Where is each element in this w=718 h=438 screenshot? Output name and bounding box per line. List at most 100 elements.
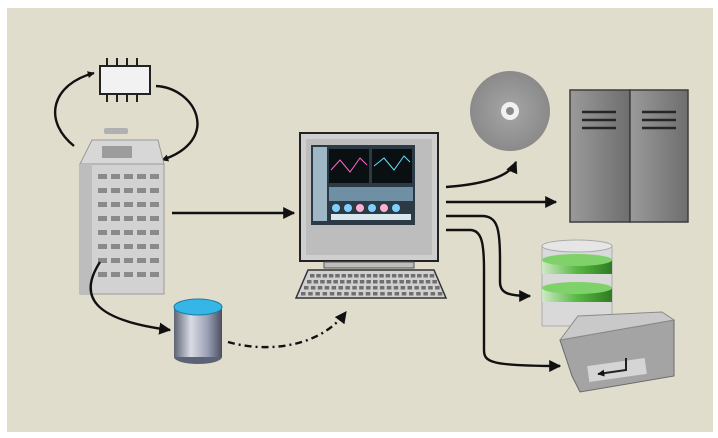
optical-disc-icon	[470, 71, 550, 151]
keyboard-key	[366, 280, 371, 284]
rack-slot	[137, 230, 146, 235]
keyboard-key	[347, 274, 353, 278]
rack-slot	[137, 244, 146, 249]
keyboard-key	[313, 280, 319, 284]
keyboard-key	[333, 280, 338, 284]
keyboard-key	[394, 292, 400, 296]
rack-slot	[111, 174, 120, 179]
rack-slot	[150, 258, 159, 263]
keyboard-key	[366, 286, 371, 290]
arrow-database-to-workstation	[227, 311, 347, 349]
keyboard-key	[386, 280, 391, 284]
arrow-workstation-to-disc	[445, 160, 518, 189]
rack-slot	[137, 174, 146, 179]
server-tower-icon	[569, 89, 689, 223]
printer-icon	[558, 311, 676, 393]
arrow-chip-to-controller	[155, 84, 199, 162]
keyboard-key	[387, 292, 392, 296]
keyboard-key	[412, 280, 418, 284]
screen-content	[313, 147, 413, 221]
rack-slot	[137, 272, 146, 277]
keyboard-key	[322, 274, 328, 278]
rack-slot	[150, 230, 159, 235]
rack-slot	[137, 258, 146, 263]
keyboard-key	[344, 292, 349, 296]
keyboard-key	[419, 280, 424, 284]
keyboard-key	[428, 286, 433, 290]
rack-slot	[150, 244, 159, 249]
keyboard-key	[379, 280, 385, 284]
keyboard-key	[373, 292, 378, 296]
rack-slot	[124, 230, 133, 235]
keyboard-key	[435, 286, 440, 290]
keyboard-key	[324, 286, 330, 290]
keyboard-key	[423, 274, 428, 278]
keyboard-key	[322, 292, 328, 296]
rack-slot	[111, 216, 120, 221]
keyboard-key	[429, 274, 435, 278]
keyboard-key	[354, 274, 359, 278]
rack-slot	[98, 258, 107, 263]
keyboard-key	[329, 292, 335, 296]
microchip-icon	[99, 58, 151, 102]
rack-slot	[150, 272, 159, 277]
keyboard-key	[392, 280, 398, 284]
keyboard-key	[326, 280, 332, 284]
keyboard-key	[340, 280, 345, 284]
rack-slot	[137, 188, 146, 193]
rack-slot	[98, 202, 107, 207]
keyboard-key	[316, 274, 321, 278]
keyboard-key	[335, 274, 340, 278]
arrow-controller-to-database	[89, 261, 172, 335]
rack-slot	[111, 188, 120, 193]
keyboard-key	[337, 292, 342, 296]
rack-slot	[137, 202, 146, 207]
keyboard-key	[373, 286, 378, 290]
keyboard-key	[417, 274, 422, 278]
keyboard-key	[310, 274, 315, 278]
rack-slot	[150, 202, 159, 207]
rack-slot	[124, 188, 133, 193]
green-storage-drive-icon	[541, 239, 613, 327]
rack-slot	[111, 244, 120, 249]
keyboard-key	[423, 292, 428, 296]
rack-slot	[98, 230, 107, 235]
computer-workstation-icon	[294, 132, 448, 299]
arrow-workstation-to-printer	[446, 228, 562, 372]
keyboard-key	[399, 280, 404, 284]
keyboard-key	[360, 274, 365, 278]
rack-slot	[124, 174, 133, 179]
keyboard-key	[331, 286, 337, 290]
keyboard-key	[410, 274, 416, 278]
keyboard-key	[379, 274, 384, 278]
rack-slot	[98, 188, 107, 193]
keyboard-key	[421, 286, 426, 290]
keyboard-key	[365, 292, 371, 296]
keyboard-key	[328, 274, 334, 278]
rack-slot	[124, 258, 133, 263]
arrow-workstation-to-storage	[446, 214, 532, 302]
keyboard-key	[398, 274, 403, 278]
rack-slot	[124, 202, 133, 207]
rack-slot	[98, 244, 107, 249]
keyboard-key	[345, 286, 350, 290]
keyboard-key	[304, 286, 309, 290]
rack-slot	[150, 216, 159, 221]
rack-slot	[124, 244, 133, 249]
keyboard-key	[301, 292, 306, 296]
keyboard-key	[315, 292, 320, 296]
rack-slot	[150, 188, 159, 193]
rack-controller-icon	[79, 128, 165, 295]
keyboard-key	[430, 292, 436, 296]
keyboard-key	[380, 292, 385, 296]
keyboard-key	[414, 286, 419, 290]
keyboard-key	[346, 280, 352, 284]
database-cylinder-icon	[173, 298, 223, 364]
keyboard-key	[308, 292, 313, 296]
keyboard-key	[307, 280, 312, 284]
rack-slot	[137, 216, 146, 221]
rack-slot	[124, 216, 133, 221]
keyboard-key	[320, 280, 325, 284]
rack-slot	[150, 174, 159, 179]
